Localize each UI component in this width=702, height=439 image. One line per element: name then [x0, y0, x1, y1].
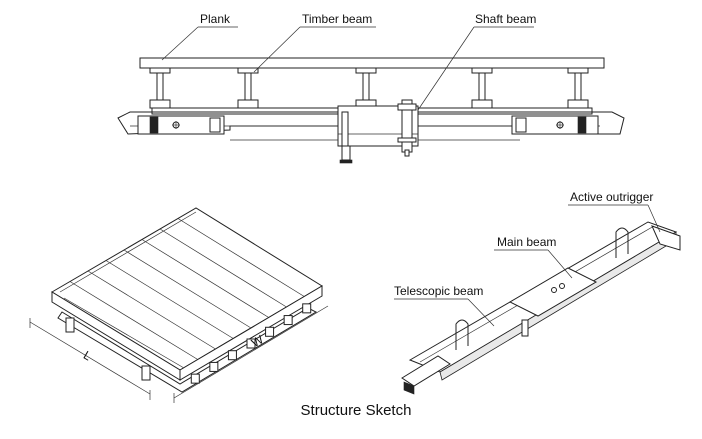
underside-beam — [209, 361, 219, 372]
shaft-beam-leader — [417, 26, 475, 111]
timber-beam-leader — [253, 26, 301, 73]
isometric-platform-view: L W — [29, 207, 329, 403]
underside-beam — [190, 373, 200, 384]
plank-line — [105, 260, 234, 339]
diagram-caption: Structure Sketch — [301, 402, 412, 419]
plank-lines — [69, 218, 305, 360]
active-outrigger-label: Active outrigger — [570, 190, 653, 204]
plank-leader — [161, 26, 199, 61]
main-beam-jack — [521, 319, 529, 337]
platform-base-frame — [57, 307, 318, 393]
right-u-handle — [615, 227, 629, 258]
plank-line — [159, 228, 287, 308]
left-end-block — [137, 115, 225, 135]
telescopic-beam-label: Telescopic beam — [394, 284, 483, 298]
timber-beam — [355, 67, 377, 109]
underside-beam — [246, 338, 256, 349]
plank-line — [87, 270, 216, 350]
timber-beam — [471, 67, 493, 109]
plank-line — [69, 281, 198, 360]
underside-beam — [302, 303, 312, 314]
plank-board — [139, 57, 605, 69]
main-beam-label: Main beam — [497, 235, 556, 249]
side-elevation-view: Plank Timber beam Shaft beam — [117, 12, 625, 164]
underside-beam — [283, 315, 293, 326]
timber-beam — [149, 67, 171, 109]
timber-beam-label: Timber beam — [302, 12, 372, 26]
dim-l-label: L — [81, 348, 94, 364]
telescopic-beam-end — [401, 355, 451, 387]
left-leg — [65, 317, 75, 333]
plank-line — [177, 218, 305, 297]
plank-label: Plank — [200, 12, 231, 26]
telescopic-beam-view: Active outrigger Main beam Telescopic be… — [394, 190, 681, 395]
plank-line — [141, 239, 269, 318]
left-u-handle — [455, 319, 469, 350]
dim-w-line — [173, 305, 329, 399]
plank-line — [123, 249, 252, 329]
underside-beam — [265, 326, 275, 337]
underside-beams — [190, 303, 312, 384]
platform-right-face — [179, 285, 323, 381]
left-jack-foot — [341, 145, 351, 161]
dim-l-line — [29, 321, 151, 395]
active-outrigger-end — [651, 225, 681, 251]
timber-beam — [237, 67, 259, 109]
right-end-block — [511, 115, 599, 135]
timber-beams — [149, 67, 589, 109]
underside-beam — [227, 350, 237, 361]
shaft-beam-label: Shaft beam — [475, 12, 536, 26]
timber-beam — [567, 67, 589, 109]
